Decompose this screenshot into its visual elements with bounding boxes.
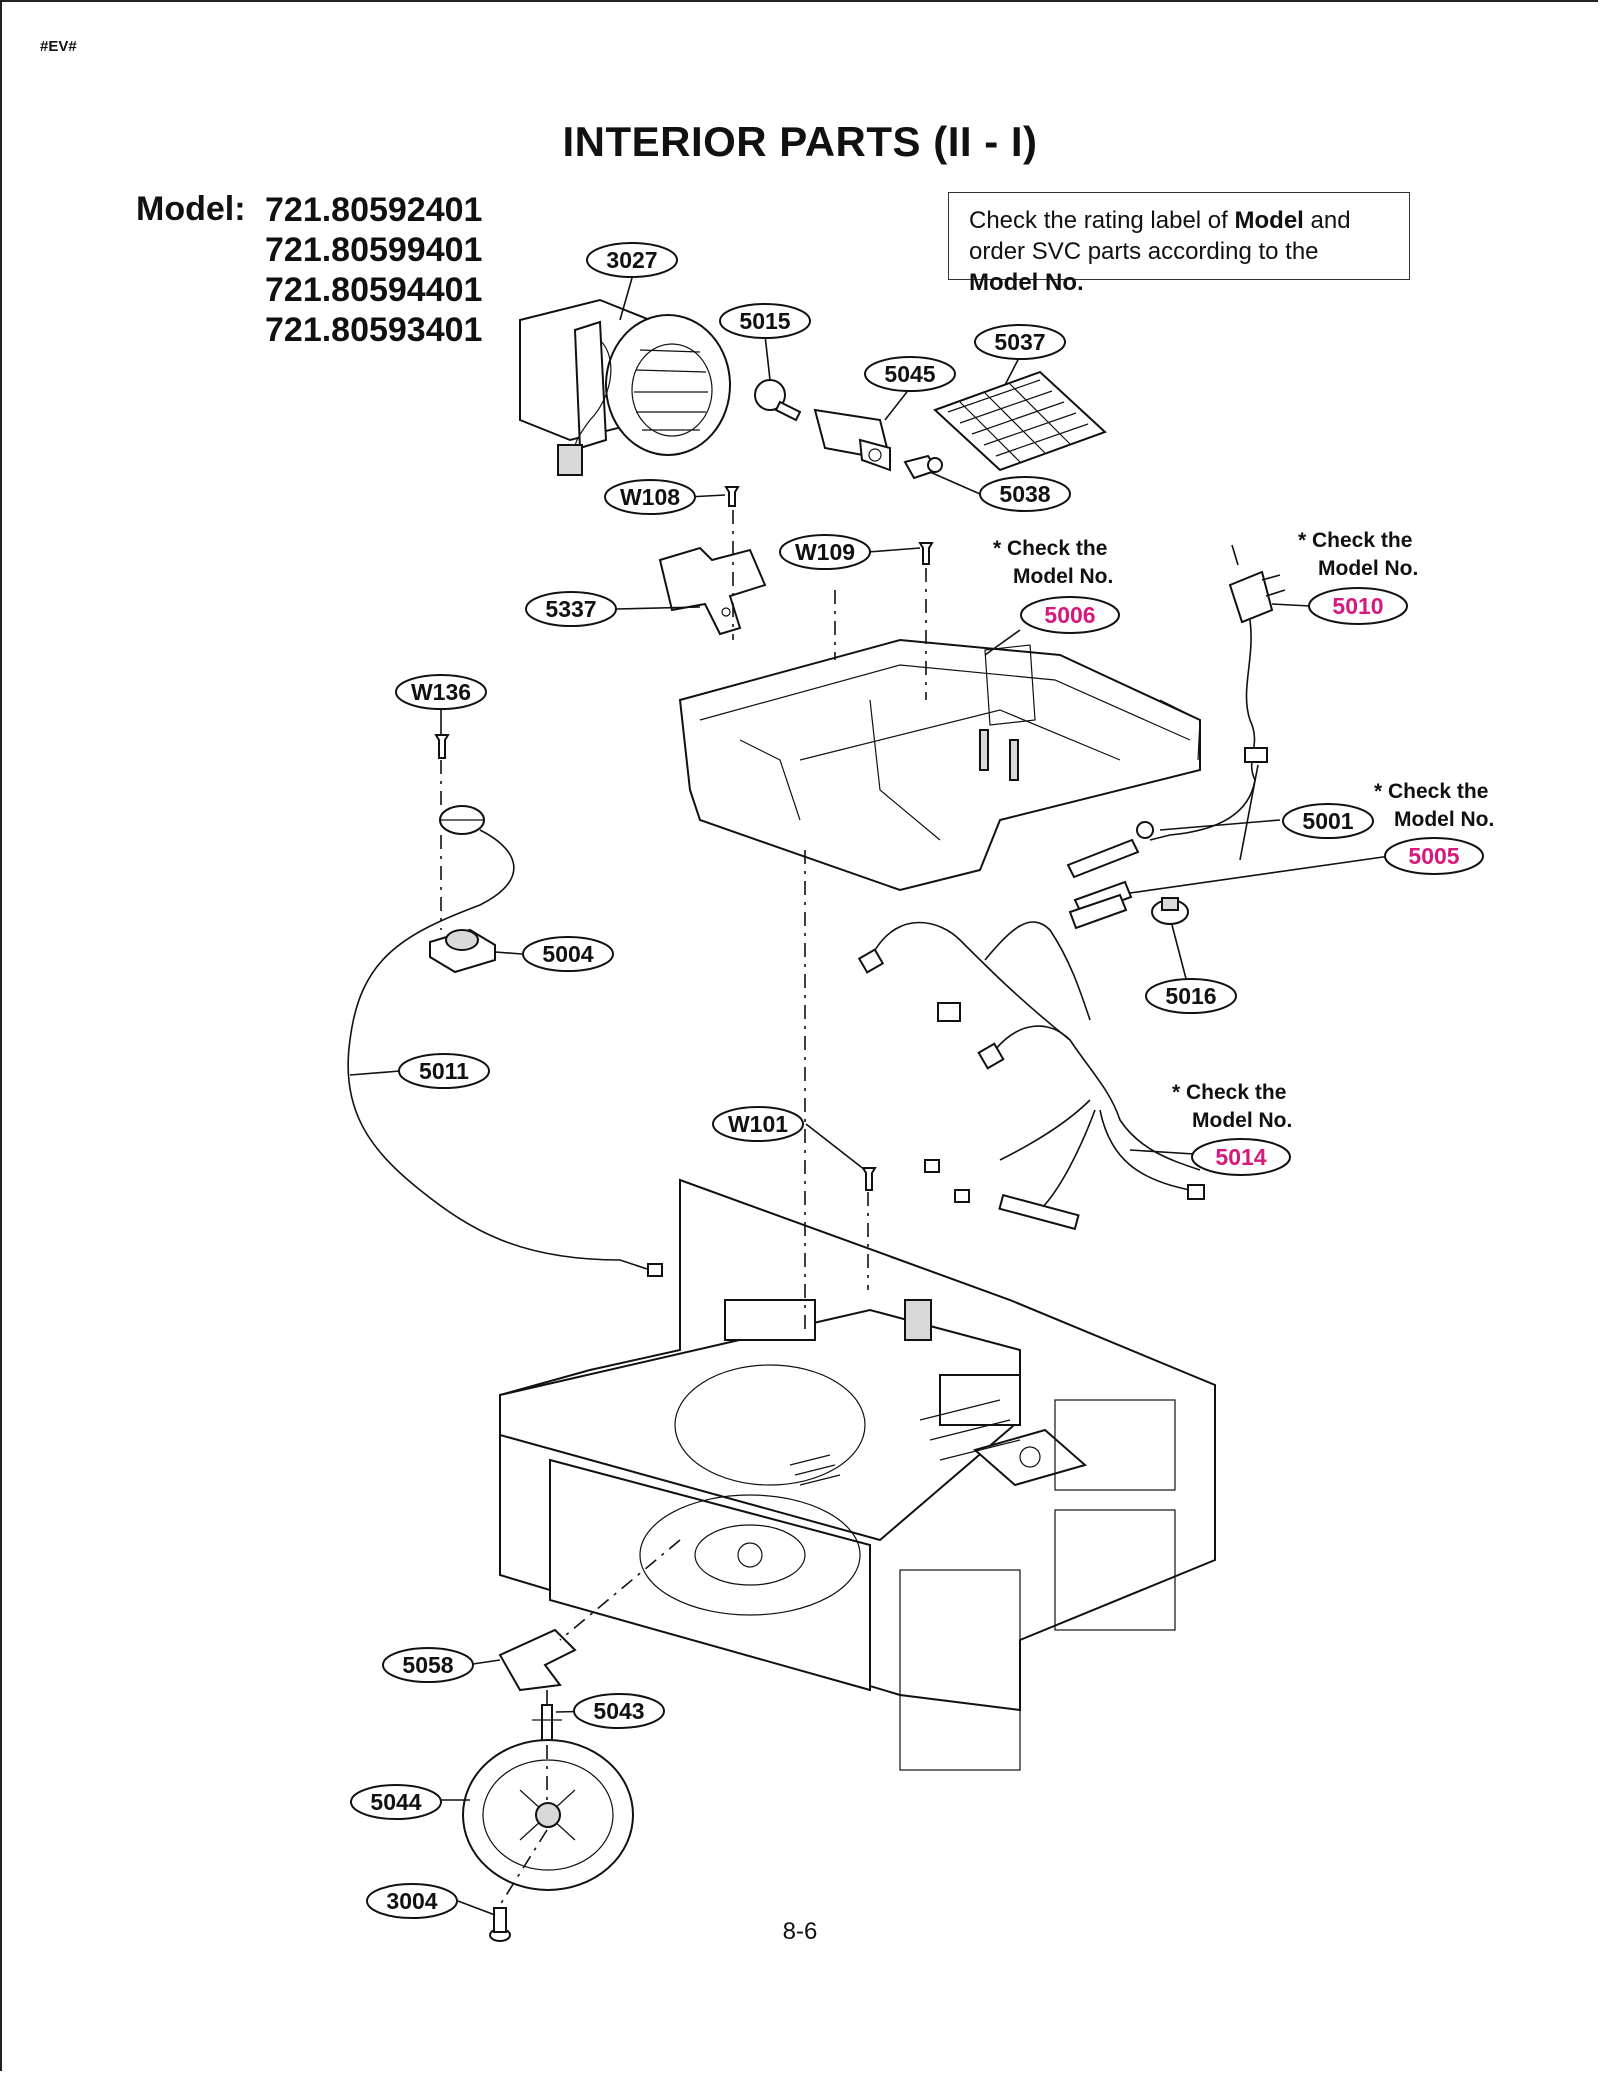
page-number: 8-6 bbox=[782, 1918, 818, 1945]
fuse-drawings bbox=[1066, 821, 1154, 930]
plate-drawing bbox=[658, 546, 767, 636]
callout-5038: 5038 bbox=[999, 481, 1050, 507]
wire-harness-drawing bbox=[857, 921, 1205, 1231]
sensor-cable-drawing bbox=[347, 829, 663, 1277]
lamp-socket-drawing bbox=[813, 408, 892, 472]
callout-5001: 5001 bbox=[1302, 808, 1353, 834]
callout-oval bbox=[1145, 978, 1237, 1014]
callout-oval bbox=[525, 591, 617, 627]
callout-5044: 5044 bbox=[370, 1789, 421, 1815]
callout-W136: W136 bbox=[411, 679, 471, 705]
note-5014-line2: Model No. bbox=[1192, 1109, 1292, 1132]
callout-oval bbox=[586, 242, 678, 278]
callout-5037: 5037 bbox=[994, 329, 1045, 355]
filter-grille-drawing bbox=[933, 370, 1107, 472]
callout-5058: 5058 bbox=[402, 1652, 453, 1678]
lamp-bulb-drawing bbox=[754, 379, 802, 422]
blower-motor-drawing bbox=[519, 298, 731, 476]
screw-drawings bbox=[434, 486, 934, 1191]
notice-text: Check the rating label of bbox=[969, 207, 1235, 234]
thermal-switch-drawing bbox=[1151, 897, 1189, 925]
model-number: 721.80594401 bbox=[265, 271, 483, 309]
model-number-list: 721.80592401 721.80599401 721.80594401 7… bbox=[265, 190, 482, 350]
model-check-notice: Check the rating label of Model and orde… bbox=[948, 192, 1410, 296]
callout-oval bbox=[1282, 803, 1374, 839]
callout-oval bbox=[395, 674, 487, 710]
callout-oval bbox=[366, 1883, 458, 1919]
callout-5015: 5015 bbox=[739, 308, 790, 334]
callout-3027: 3027 bbox=[606, 247, 657, 273]
callout-oval bbox=[1191, 1138, 1291, 1176]
notice-bold-model-no: Model No. bbox=[969, 269, 1084, 296]
callout-5045: 5045 bbox=[884, 361, 935, 387]
note-5010-line2: Model No. bbox=[1318, 557, 1418, 580]
callout-5006: 5006 bbox=[1044, 602, 1095, 628]
callout-oval bbox=[864, 356, 956, 392]
oven-cavity-drawing bbox=[499, 1178, 1216, 1771]
note-5005-line1: * Check the bbox=[1374, 780, 1488, 803]
note-5006-line2: Model No. bbox=[1013, 565, 1113, 588]
model-number: 721.80599401 bbox=[265, 231, 483, 269]
callout-oval bbox=[979, 476, 1071, 512]
callout-oval bbox=[350, 1784, 442, 1820]
upper-chassis-drawing bbox=[678, 638, 1201, 892]
foot-drawing bbox=[489, 1907, 511, 1942]
callout-labels: 3027 5015 5045 5037 5038 W108 W109 5337 … bbox=[370, 247, 1459, 1914]
note-5005-line2: Model No. bbox=[1394, 808, 1494, 831]
callout-oval bbox=[382, 1647, 474, 1683]
lamp-holder-drawing bbox=[903, 454, 943, 480]
notice-bold-model: Model bbox=[1234, 207, 1304, 234]
shaft-drawing bbox=[532, 1704, 562, 1744]
callout-oval bbox=[604, 479, 696, 515]
callout-oval bbox=[779, 534, 871, 570]
model-number: 721.80593401 bbox=[265, 311, 483, 349]
check-model-notes: * Check the Model No. * Check the Model … bbox=[993, 529, 1494, 1132]
callout-oval bbox=[974, 324, 1066, 360]
callout-oval bbox=[719, 303, 811, 339]
note-5014-line1: * Check the bbox=[1172, 1081, 1286, 1104]
callout-5004: 5004 bbox=[542, 941, 593, 967]
callout-oval bbox=[712, 1106, 804, 1142]
callout-3004: 3004 bbox=[386, 1888, 437, 1914]
document-code: #EV# bbox=[40, 38, 77, 55]
callout-5014: 5014 bbox=[1215, 1144, 1266, 1170]
callout-5043: 5043 bbox=[593, 1698, 644, 1724]
callout-W108: W108 bbox=[620, 484, 680, 510]
callout-oval bbox=[1308, 587, 1408, 625]
callout-oval bbox=[1384, 837, 1484, 875]
callout-5005: 5005 bbox=[1408, 843, 1459, 869]
callout-5337: 5337 bbox=[545, 596, 596, 622]
page-title: INTERIOR PARTS (II - I) bbox=[562, 118, 1038, 165]
callout-5011: 5011 bbox=[419, 1058, 469, 1084]
callout-W101: W101 bbox=[728, 1111, 788, 1137]
stirrer-blade-drawing bbox=[498, 1628, 577, 1692]
power-cord-drawing bbox=[1149, 544, 1286, 861]
callout-oval bbox=[1020, 596, 1120, 634]
callout-oval bbox=[522, 936, 614, 972]
sensor-drawing bbox=[429, 805, 496, 974]
callout-oval bbox=[398, 1053, 490, 1089]
callout-W109: W109 bbox=[795, 539, 855, 565]
callout-oval bbox=[573, 1693, 665, 1729]
callout-ovals bbox=[350, 242, 1484, 1919]
model-label: Model: bbox=[136, 190, 246, 228]
callout-5010: 5010 bbox=[1332, 593, 1383, 619]
motor-ring-drawing bbox=[462, 1739, 634, 1891]
note-5006-line1: * Check the bbox=[993, 537, 1107, 560]
note-5010-line1: * Check the bbox=[1298, 529, 1412, 552]
callout-5016: 5016 bbox=[1165, 983, 1216, 1009]
notice-text: and order SVC parts according to the bbox=[969, 207, 1351, 265]
explosion-lines bbox=[440, 510, 927, 1906]
model-number: 721.80592401 bbox=[265, 191, 483, 229]
